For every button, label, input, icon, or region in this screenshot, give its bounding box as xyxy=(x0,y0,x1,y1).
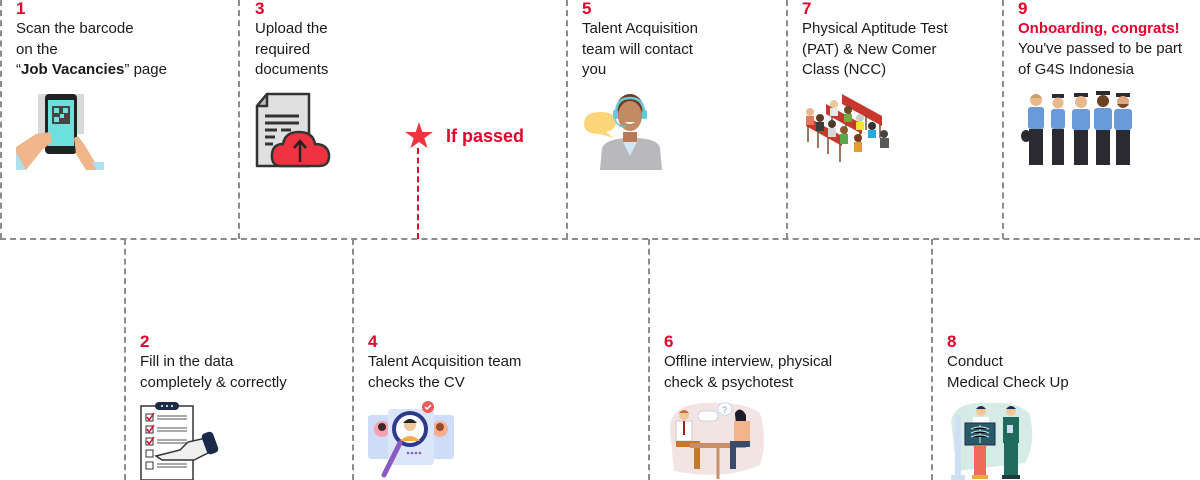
step-8: 8 Conduct Medical Check Up xyxy=(947,332,1069,480)
divider-top-4 xyxy=(1002,0,1004,239)
step-highlight: Onboarding, congrats! xyxy=(1018,20,1180,37)
step-description: Talent Acquisition team checks the CV xyxy=(368,352,521,393)
divider-top-3 xyxy=(786,0,788,239)
job-vacancies-emphasis: Job Vacancies xyxy=(21,61,125,78)
step-6: 6 Offline interview, physical check & ps… xyxy=(664,332,832,479)
interview-table-icon: ? xyxy=(669,402,764,479)
step-line: “Job Vacancies” page xyxy=(16,61,167,78)
xray-medical-check-icon xyxy=(951,402,1033,480)
step-line: Fill in the data xyxy=(140,353,234,370)
step-3: 3 Upload the required documents xyxy=(255,0,331,168)
step-7: 7 Physical Aptitude Test (PAT) & New Com… xyxy=(802,0,948,162)
step-4: 4 Talent Acquisition team checks the CV xyxy=(368,332,521,478)
divider-bottom-2 xyxy=(352,239,354,480)
step-description: Upload the required documents xyxy=(255,19,328,81)
step-2: 2 Fill in the data completely & correctl… xyxy=(140,332,287,480)
step-number: 1 xyxy=(16,0,26,18)
step-description: Scan the barcode on the “Job Vacancies” … xyxy=(16,19,167,81)
step-line: Conduct xyxy=(947,353,1003,370)
step-9: 9 Onboarding, congrats! You've passed to… xyxy=(1018,0,1182,165)
divider-bottom-3 xyxy=(648,239,650,480)
step-line: Offline interview, physical xyxy=(664,353,833,370)
step-line: of G4S Indonesia xyxy=(1018,60,1134,78)
step-line: You've passed to be part xyxy=(1018,40,1183,57)
step-description: You've passed to be part of G4S Indonesi… xyxy=(1018,39,1182,80)
classroom-audience-icon xyxy=(806,94,889,162)
cv-magnifier-icon xyxy=(368,401,454,478)
divider-top-0 xyxy=(0,0,2,239)
step-number: 3 xyxy=(255,0,265,18)
step-line: checks the CV xyxy=(368,373,465,391)
step-line: Class (NCC) xyxy=(802,61,887,78)
step-line: Physical Aptitude Test xyxy=(802,20,948,37)
step-number: 4 xyxy=(368,332,378,351)
step-description: Offline interview, physical check & psyc… xyxy=(664,352,832,393)
step-line: Scan the barcode xyxy=(16,20,134,37)
step-number: 7 xyxy=(802,0,812,18)
step-line: check & psychotest xyxy=(664,373,794,391)
divider-bottom-1 xyxy=(124,239,126,480)
step-line: Medical Check Up xyxy=(947,373,1069,391)
step-number: 5 xyxy=(582,0,592,18)
step-number: 8 xyxy=(947,332,957,351)
divider-top-2 xyxy=(566,0,568,239)
step-line: you xyxy=(582,61,607,78)
divider-top-1 xyxy=(238,0,240,239)
phone-qr-scan-icon xyxy=(16,94,104,170)
step-line: on the xyxy=(16,40,58,58)
if-passed-marker: ★ If passed xyxy=(402,118,524,154)
step-description: Conduct Medical Check Up xyxy=(947,352,1069,393)
row-divider xyxy=(0,238,1200,240)
divider-bottom-4 xyxy=(931,239,933,480)
step-line: completely & correctly xyxy=(140,373,287,391)
step-line: documents xyxy=(255,61,329,78)
step-line: team will contact xyxy=(582,40,693,58)
step-description: Physical Aptitude Test (PAT) & New Comer… xyxy=(802,19,948,81)
step-line: Talent Acquisition team xyxy=(368,353,522,370)
if-passed-label: If passed xyxy=(446,125,525,146)
step-description: Talent Acquisition team will contact you xyxy=(582,19,698,81)
security-officers-team-icon xyxy=(1021,91,1132,165)
step-number: 6 xyxy=(664,332,674,351)
step-description: Fill in the data completely & correctly xyxy=(140,352,287,393)
step-line: Talent Acquisition xyxy=(582,20,698,37)
step-line: required xyxy=(255,40,311,58)
star-icon: ★ xyxy=(402,115,436,156)
checklist-form-icon xyxy=(140,402,219,480)
step-5: 5 Talent Acquisition team will contact y… xyxy=(582,0,698,170)
step-number: 2 xyxy=(140,332,150,351)
call-center-agent-icon xyxy=(584,94,662,170)
step-line: Upload the xyxy=(255,20,328,37)
step-1: 1 Scan the barcode on the “Job Vacancies… xyxy=(16,0,167,170)
document-cloud-upload-icon xyxy=(255,92,331,168)
svg-text:?: ? xyxy=(722,405,727,415)
if-passed-connector xyxy=(417,148,419,239)
step-line: (PAT) & New Comer xyxy=(802,40,937,58)
step-number: 9 xyxy=(1018,0,1028,18)
